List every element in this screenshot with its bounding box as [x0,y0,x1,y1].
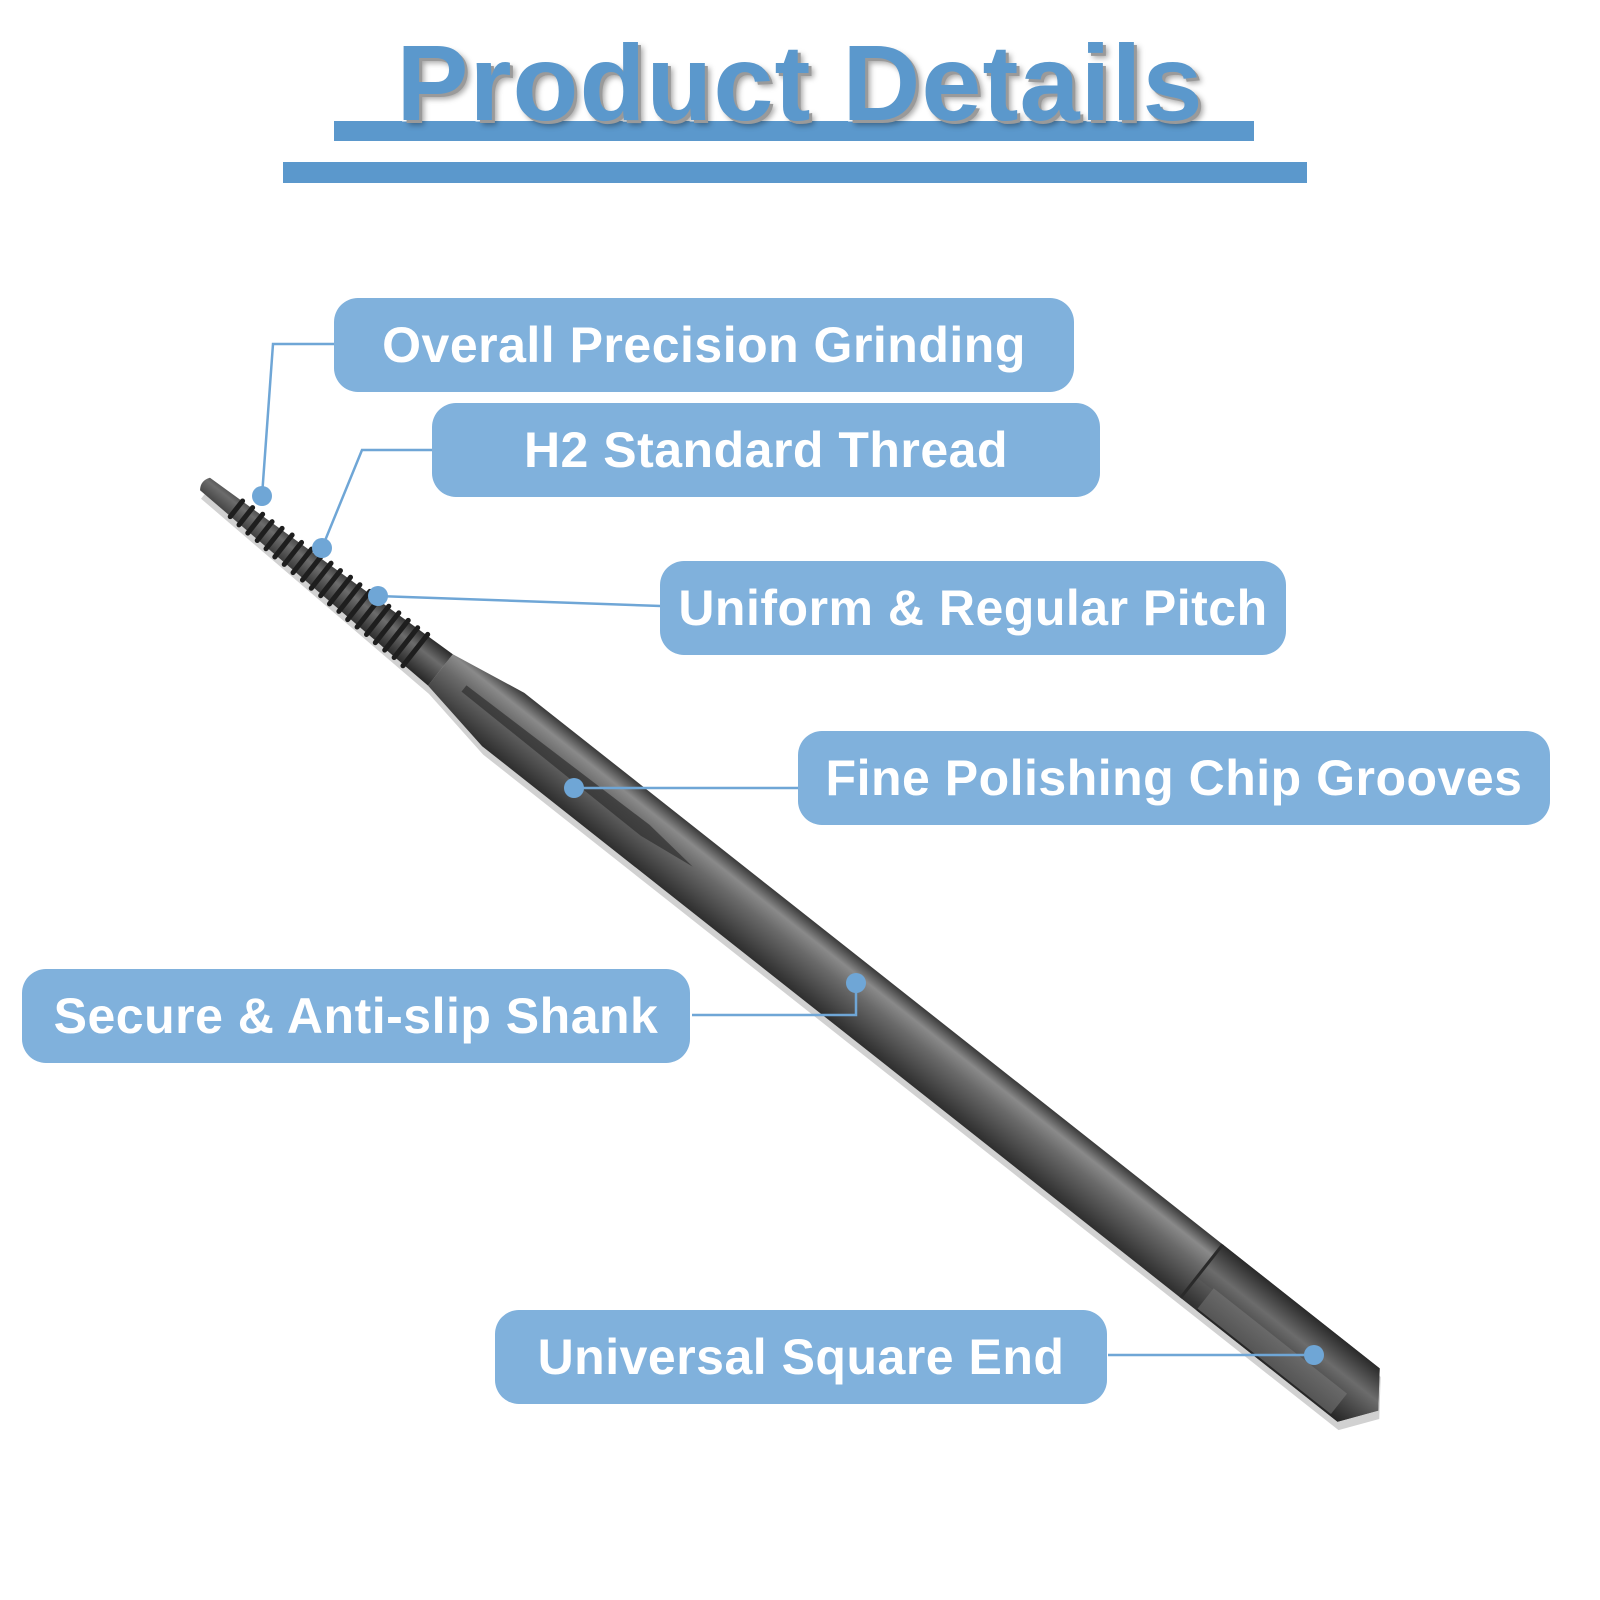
callout-label: Overall Precision Grinding [382,317,1026,373]
callout-label: H2 Standard Thread [523,422,1009,478]
page-title: Product Details [395,21,1204,145]
leader-lines [260,342,1314,1357]
callout-fine-polishing-chip-grooves: Fine Polishing Chip Grooves [798,731,1550,825]
callout-label: Universal Square End [537,1329,1065,1385]
callout-label: Fine Polishing Chip Grooves [825,750,1523,806]
callout-h2-standard-thread: H2 Standard Thread [432,403,1100,497]
callout-secure-anti-slip-shank: Secure & Anti-slip Shank [22,969,690,1063]
callout-uniform-regular-pitch: Uniform & Regular Pitch [660,561,1286,655]
callout-overall-precision-grinding: Overall Precision Grinding [334,298,1074,392]
callout-universal-square-end: Universal Square End [495,1310,1107,1404]
callout-label: Secure & Anti-slip Shank [53,988,659,1044]
callout-label: Uniform & Regular Pitch [678,580,1268,636]
title-underline-top [334,121,1254,141]
leader-dots [252,486,1324,1365]
tap-icon [200,477,1381,1431]
title-underline-bottom [283,162,1307,183]
